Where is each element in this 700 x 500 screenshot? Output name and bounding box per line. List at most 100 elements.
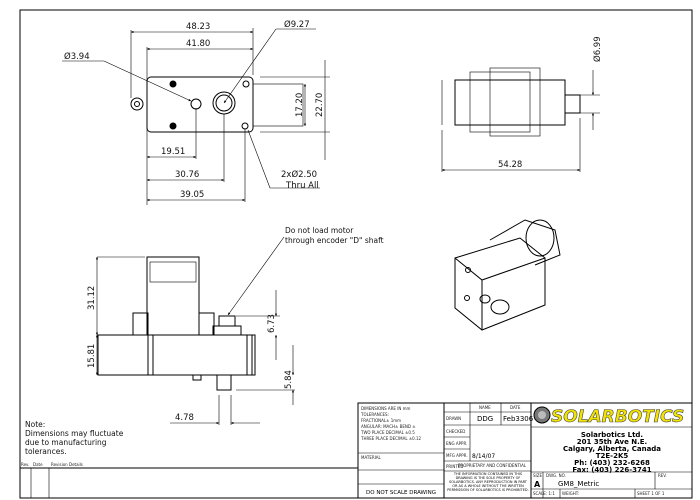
label-note-l2: Dimensions may fluctuate bbox=[25, 429, 124, 438]
label-top-view-d-h1: 17.20 bbox=[295, 93, 305, 117]
drawing-line bbox=[227, 236, 285, 316]
label-front-view-warning-2: through encoder "D" shaft bbox=[285, 236, 384, 245]
drawing-line: THE INFORMATION CONTAINED IN THIS DRAWIN… bbox=[447, 472, 529, 492]
drawing-line bbox=[215, 94, 233, 112]
label-title-block-date-h: DATE bbox=[510, 405, 521, 410]
label-title-block-mfg-appr: MFG APPR. bbox=[446, 453, 468, 458]
label-front-view-box-h: 15.81 bbox=[87, 344, 97, 368]
label-title-block-eng-appr: ENG APPR. bbox=[446, 441, 467, 446]
label-top-view-hole-shaft: Ø9.27 bbox=[284, 19, 310, 30]
drawing-line bbox=[223, 28, 277, 104]
label-title-block-dims-5: TWO PLACE DECIMAL ±0.5 bbox=[360, 430, 415, 435]
drawing-line bbox=[465, 267, 471, 273]
label-front-view-enc-h: 6.73 bbox=[267, 314, 277, 333]
label-title-block-name-h: NAME bbox=[479, 405, 491, 410]
label-note-l1: Note: bbox=[25, 420, 45, 429]
warning-note: Do not load motor bbox=[285, 226, 354, 235]
label-title-block-printed-date: 8/14/07 bbox=[472, 453, 495, 460]
drawing-line bbox=[469, 71, 531, 133]
label-title-block-drawn-name: DDG bbox=[477, 415, 493, 423]
drawing-line bbox=[130, 97, 144, 111]
label-title-block-dims-1: DIMENSIONS ARE IN mm bbox=[361, 406, 411, 411]
drawing-border bbox=[19, 9, 693, 499]
label-title-block-dwg: GM8_Metric bbox=[558, 480, 599, 488]
drawing-line bbox=[464, 295, 470, 301]
label-title-block-addr2: Calgary, Alberta, Canada bbox=[563, 445, 661, 453]
label-title-block-size: A bbox=[534, 480, 541, 489]
front-view: 31.12 15.81 6.73 5.84 4.78 Do not load m… bbox=[87, 226, 384, 425]
drawing-line bbox=[479, 294, 491, 304]
label-side-view-length: 54.28 bbox=[498, 160, 522, 170]
drawing-line bbox=[218, 315, 236, 327]
label-title-block-weight: WEIGHT: bbox=[562, 491, 579, 496]
label-note-l3: due to manufacturing bbox=[25, 438, 107, 447]
label-title-block-dims-4: ANGULAR: MACH± BEND ± bbox=[361, 424, 416, 429]
drawing-line bbox=[216, 374, 232, 391]
top-view: 48.23 41.80 Ø3.94 Ø9.27 17.20 22.70 19.5… bbox=[62, 19, 330, 205]
drawing-line bbox=[169, 122, 177, 130]
drawing-line bbox=[132, 312, 149, 336]
drawing-line bbox=[242, 80, 250, 88]
label-title-block-addr1: 201 35th Ave N.E. bbox=[577, 438, 647, 446]
label-title-block-size-h: SIZE bbox=[533, 473, 542, 478]
drawing-line bbox=[103, 60, 192, 102]
label-title-block-checked: CHECKED bbox=[446, 429, 465, 434]
drawing-line bbox=[97, 334, 256, 376]
label-front-view-shaft-w: 4.78 bbox=[175, 413, 194, 423]
label-title-block-material: MATERIAL bbox=[361, 455, 382, 460]
label-title-block-company: Solarbotics Ltd. bbox=[581, 431, 643, 439]
drawing-line bbox=[525, 219, 555, 257]
drawing-line bbox=[241, 122, 249, 130]
label-title-block-dims-2: TOLERANCES: bbox=[360, 412, 389, 417]
side-view: Ø6.99 54.28 bbox=[441, 36, 603, 172]
label-title-block-dims-6: THREE PLACE DECIMAL ±0.12 bbox=[360, 436, 422, 441]
label-top-view-d1: 48.23 bbox=[186, 22, 210, 32]
solarbotics-logo: SOLARBOTICS bbox=[533, 406, 685, 427]
label-title-block-sheet: SHEET 1 OF 1 bbox=[637, 491, 665, 496]
label-top-view-d3: 19.51 bbox=[161, 147, 185, 157]
drawing-line bbox=[490, 299, 510, 315]
drawing-line bbox=[454, 79, 566, 126]
drawing-line bbox=[192, 374, 202, 381]
label-title-block-postal: T2E-2K5 bbox=[596, 452, 629, 460]
label-title-block-fax: Fax: (403) 226-3741 bbox=[572, 466, 651, 474]
label-note-l4: tolerances. bbox=[25, 447, 67, 456]
tolerance-note: Note: Dimensions may fluctuate due to ma… bbox=[25, 420, 124, 456]
drawing-line bbox=[198, 312, 215, 336]
label-title-block-printed: PRINTED bbox=[446, 464, 463, 469]
drawing-line bbox=[252, 83, 304, 127]
label-top-view-d4: 30.76 bbox=[175, 170, 199, 180]
label-title-block-prop-title: PROPRIETARY AND CONFIDENTIAL bbox=[458, 463, 527, 468]
label-title-block-dwg-h: DWG. NO. bbox=[546, 473, 566, 478]
label-revision-date: Date bbox=[33, 462, 43, 467]
drawing-line bbox=[247, 129, 271, 189]
label-top-view-hole-small: Ø3.94 bbox=[64, 51, 90, 62]
label-side-view-shaft-dia: Ø6.99 bbox=[592, 36, 603, 62]
drawing-line bbox=[538, 411, 546, 419]
label-title-block-logo: SOLARBOTICS bbox=[551, 407, 684, 427]
proprietary-text: THE INFORMATION CONTAINED IN THIS DRAWIN… bbox=[447, 472, 529, 492]
label-title-block-rev-h: REV. bbox=[658, 473, 667, 478]
drawing-line bbox=[454, 257, 546, 330]
drawing-line bbox=[489, 67, 541, 137]
drawing-line bbox=[489, 219, 561, 266]
label-title-block-dims-3: FRACTIONAL± 1mm bbox=[361, 418, 401, 423]
label-title-block-phone: Ph: (403) 232-6268 bbox=[574, 459, 650, 467]
label-top-view-mount-holes-1: 2xØ2.50 bbox=[281, 169, 317, 180]
label-front-view-shaft-h: 5.84 bbox=[284, 370, 294, 389]
drawing-line bbox=[146, 76, 254, 133]
drawing-line bbox=[169, 80, 177, 88]
drawing-line bbox=[190, 98, 202, 110]
drawing-line bbox=[454, 237, 546, 331]
drawing-line bbox=[357, 402, 693, 499]
label-top-view-d2: 41.80 bbox=[186, 39, 210, 49]
label-top-view-d-h2: 22.70 bbox=[315, 93, 325, 117]
title-block: DIMENSIONS ARE IN mm TOLERANCES: FRACTIO… bbox=[357, 402, 693, 499]
label-top-view-d5: 39.05 bbox=[180, 190, 204, 200]
label-revision-details: Revision Details bbox=[51, 462, 83, 467]
drawing-line bbox=[212, 325, 242, 336]
drawing-line bbox=[564, 94, 581, 114]
revision-table: Rev. Date Revision Details bbox=[20, 462, 358, 498]
drawing-line bbox=[149, 261, 197, 283]
